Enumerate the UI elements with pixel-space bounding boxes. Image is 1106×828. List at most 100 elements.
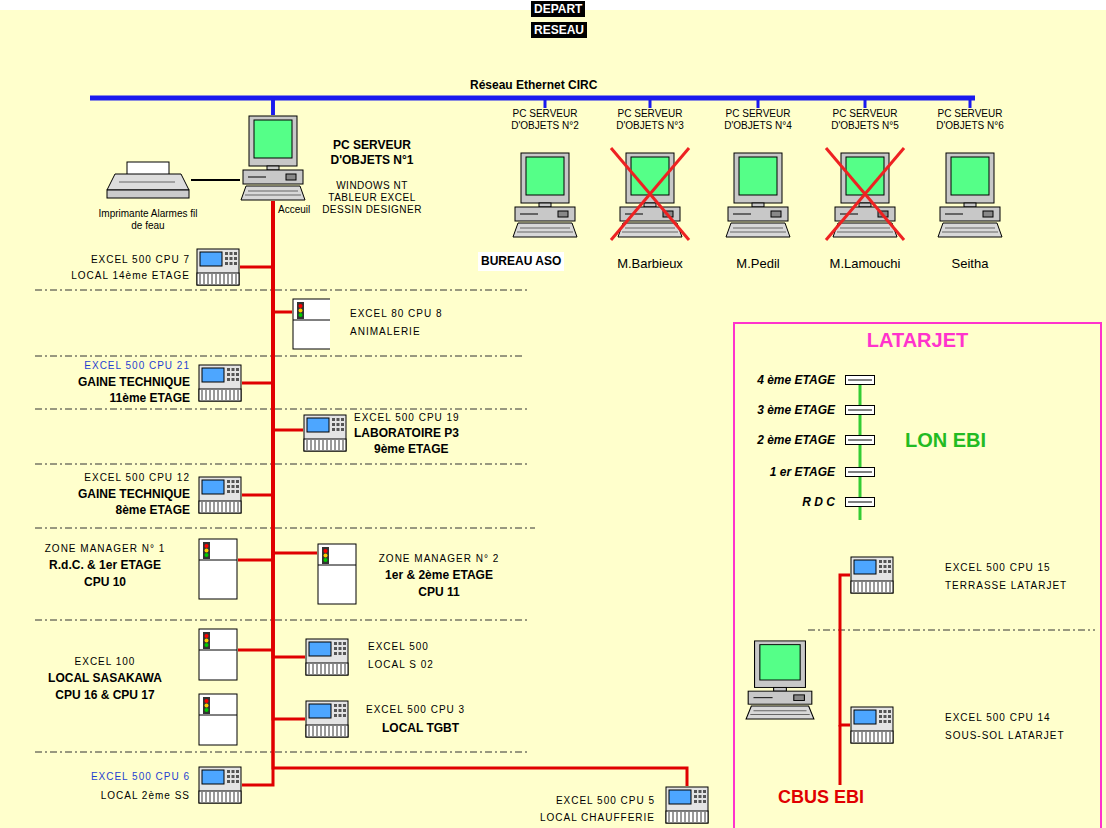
drawing-part xyxy=(343,642,346,645)
latarjet-pc xyxy=(746,641,814,719)
drawing-part xyxy=(227,373,230,376)
drawing-part xyxy=(324,554,328,558)
drawing-part xyxy=(343,704,346,707)
node-title: EXCEL 500 CPU 15 xyxy=(945,562,1095,574)
drawing-part xyxy=(197,249,239,285)
node-text: 11ème ETAGE xyxy=(20,391,190,406)
drawing-part xyxy=(226,390,227,400)
drawing-part xyxy=(879,560,882,563)
controller-icon xyxy=(850,556,894,594)
network-connector xyxy=(273,201,687,786)
drawing-part xyxy=(232,373,235,376)
device-node: Imprimante Alarmes fil de feau xyxy=(98,160,198,232)
drawing-part xyxy=(884,565,887,568)
drawing-part xyxy=(945,228,995,229)
controller-icon xyxy=(665,786,709,824)
computer-icon xyxy=(832,152,898,238)
node-text: SOUS-SOL LATARJET xyxy=(945,730,1095,742)
node-text: CPU 11 xyxy=(364,585,514,600)
drawing-part xyxy=(236,480,239,483)
drawing-part xyxy=(238,502,239,512)
node-text: WINDOWS NT TABLEUR EXCEL DESSIN DESIGNER xyxy=(316,180,428,216)
building-region: LATARJET4 ème ETAGE3 ème ETAGE2 ème ETAG… xyxy=(733,322,1102,828)
node-title: ZONE MANAGER N° 2 xyxy=(364,553,514,565)
drawing-part xyxy=(333,664,334,674)
drawing-part xyxy=(888,720,891,723)
drawing-part xyxy=(226,792,227,802)
drawing-part xyxy=(703,800,706,803)
drawing-part xyxy=(35,290,530,291)
cross-out xyxy=(826,148,904,240)
device-node: R D C xyxy=(735,495,875,509)
drawing-part xyxy=(879,570,882,573)
drawing-part xyxy=(227,490,230,493)
drawing-part xyxy=(254,120,292,158)
controller-icon xyxy=(305,700,349,738)
drawing-part xyxy=(199,501,241,513)
drawing-part xyxy=(753,710,806,711)
drawing-part xyxy=(689,812,690,822)
drawing-part xyxy=(339,704,342,707)
node-title: R D C xyxy=(735,495,835,509)
drawing-part xyxy=(225,252,228,255)
drawing-part xyxy=(884,560,887,563)
drawing-part xyxy=(318,544,356,604)
controller-icon xyxy=(198,628,238,746)
node-title: LATARJET xyxy=(735,328,1100,352)
node-text: M.Barbieux xyxy=(600,256,700,272)
controller-icon xyxy=(198,364,242,402)
drawing-part xyxy=(631,157,669,195)
drawing-part xyxy=(236,770,239,773)
drawing-part xyxy=(236,274,237,284)
drawing-part xyxy=(203,542,210,559)
drawing-part xyxy=(245,195,301,196)
network-connector xyxy=(859,445,862,467)
drawing-part xyxy=(878,582,879,592)
drawing-part xyxy=(227,378,230,381)
drawing-part xyxy=(746,641,814,719)
drawing-part xyxy=(879,720,882,723)
controller-icon xyxy=(292,298,330,350)
drawing-part xyxy=(329,726,330,736)
controller-icon xyxy=(198,766,242,804)
network-connector xyxy=(859,477,862,497)
drawing-part xyxy=(227,770,230,773)
drawing-part xyxy=(107,190,189,198)
device-node: 2 ème ETAGE xyxy=(735,433,875,447)
drawing-part xyxy=(851,581,893,593)
network-connector xyxy=(238,201,273,650)
network-connector xyxy=(240,201,273,267)
drawing-part xyxy=(199,389,241,401)
drawing-part xyxy=(309,642,331,656)
drawing-part xyxy=(681,812,682,822)
drawing-part xyxy=(846,436,875,445)
drawing-part xyxy=(329,664,330,674)
drawing-part xyxy=(210,792,211,802)
drawing-part xyxy=(339,642,342,645)
device-node: EXCEL 500 CPU 14SOUS-SOL LATARJET xyxy=(850,706,1095,744)
device-node: PC SERVEUR D'OBJETS N°1WINDOWS NT TABLEU… xyxy=(240,115,428,216)
drawing-part xyxy=(964,203,976,207)
drawing-part xyxy=(230,262,233,265)
network-connector xyxy=(242,201,273,785)
drawing-part xyxy=(846,498,875,507)
device-node: EXCEL 500 CPU 3LOCAL TGBT xyxy=(305,700,536,738)
network-connector xyxy=(238,201,273,560)
controller-icon xyxy=(845,497,875,507)
node-text: LOCAL TGBT xyxy=(382,721,532,736)
device-node: EXCEL 500 CPU 21GAINE TECHNIQUE11ème ETA… xyxy=(20,360,242,406)
drawing-part xyxy=(888,715,891,718)
device-node: 1 er ETAGE xyxy=(735,465,875,479)
drawing-part xyxy=(644,203,656,207)
drawing-part xyxy=(837,232,893,233)
drawing-part xyxy=(297,302,304,319)
drawing-part xyxy=(202,480,224,494)
computer-icon xyxy=(240,115,306,201)
node-text: LOCAL 2ème SS xyxy=(20,790,190,802)
drawing-part xyxy=(214,502,215,512)
drawing-part xyxy=(854,732,855,742)
node-text: TERRASSE LATARJET xyxy=(945,580,1095,592)
drawing-part xyxy=(663,211,673,217)
drawing-part xyxy=(890,732,891,742)
drawing-part xyxy=(199,560,237,561)
